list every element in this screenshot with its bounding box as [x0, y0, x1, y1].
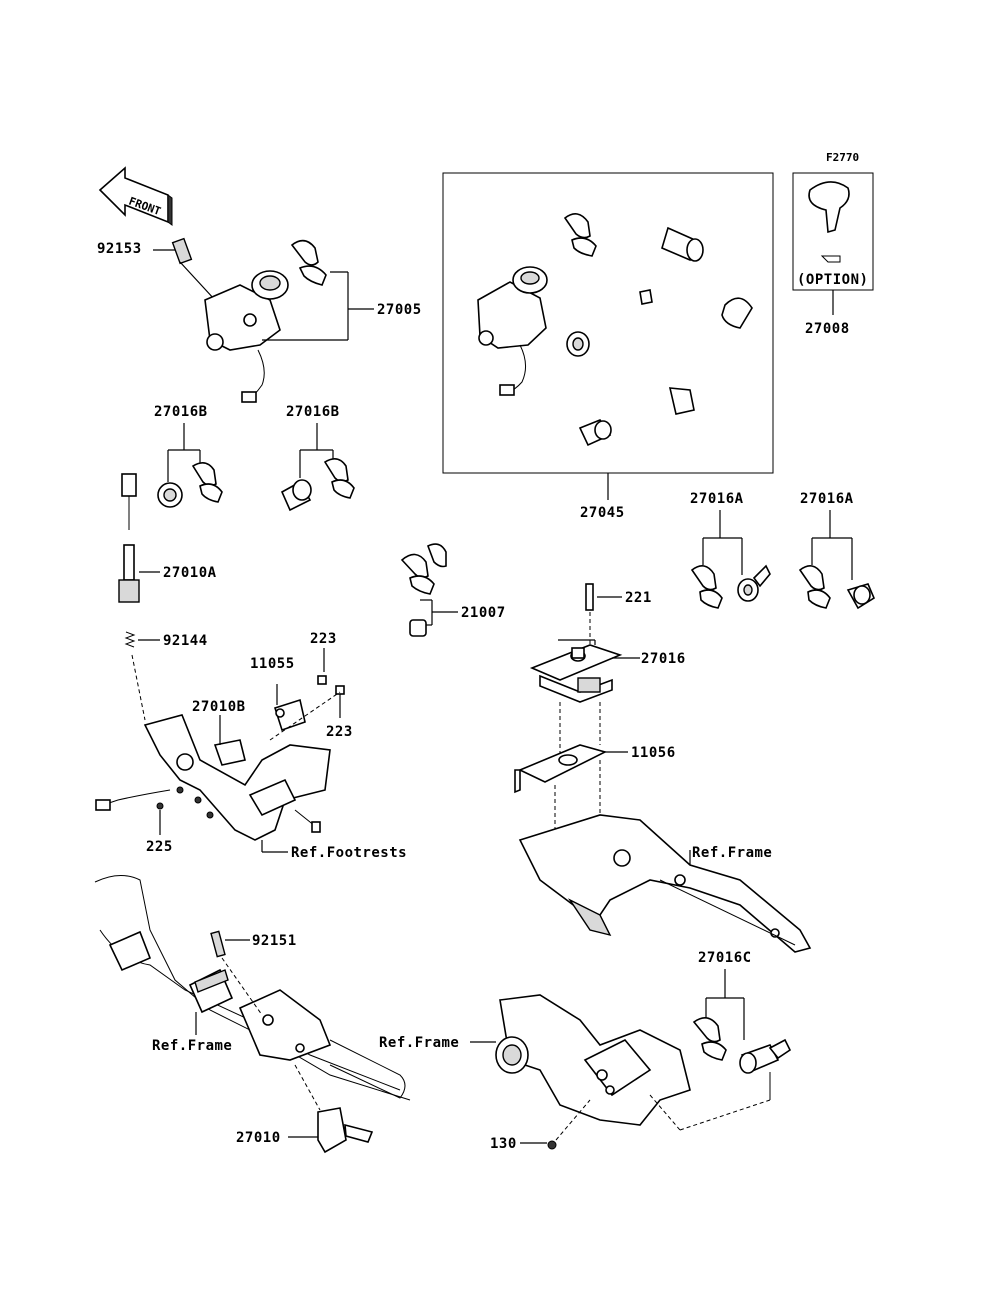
label-11055: 11055 — [250, 656, 295, 672]
label-27016: 27016 — [641, 651, 686, 667]
label-27016b-1: 27016B — [154, 404, 208, 420]
option-label: (OPTION) — [797, 272, 868, 288]
ignition-switch-assembly: 92153 27005 — [97, 237, 422, 403]
label-27010: 27010 — [236, 1130, 281, 1146]
label-27016b-2: 27016B — [286, 404, 340, 420]
figure-id: F2770 — [826, 151, 859, 164]
label-92153: 92153 — [97, 241, 142, 257]
label-225: 225 — [146, 839, 173, 855]
label-27010b: 27010B — [192, 699, 246, 715]
label-27016c: 27016C — [698, 950, 752, 966]
label-27008: 27008 — [805, 321, 850, 337]
keys-21007: 21007 — [400, 543, 506, 637]
lock-set-27016a-left: 27016A — [690, 491, 771, 609]
footrest-bracket-assembly: 11055 223 223 27010B 225 Ref.Footrests — [95, 631, 407, 861]
label-92151: 92151 — [252, 933, 297, 949]
label-11056: 11056 — [631, 745, 676, 761]
label-223-2: 223 — [326, 724, 353, 740]
label-223-1: 223 — [310, 631, 337, 647]
frame-right-swingarm: Ref.Frame — [518, 814, 812, 953]
frame-bottom-left: 92151 Ref.Frame 27010 — [94, 875, 411, 1154]
option-key-box: (OPTION) 27008 — [792, 172, 874, 337]
label-27016a-1: 27016A — [690, 491, 744, 507]
label-221: 221 — [625, 590, 652, 606]
label-27010a: 27010A — [163, 565, 217, 581]
label-27045: 27045 — [580, 505, 625, 521]
label-92144: 92144 — [163, 633, 208, 649]
lock-set-kit-box: 27045 — [442, 172, 774, 521]
lock-set-27016b-right: 27016B — [280, 404, 355, 512]
label-27016a-2: 27016A — [800, 491, 854, 507]
label-21007: 21007 — [461, 605, 506, 621]
label-27005: 27005 — [377, 302, 422, 318]
frame-bottom-right: Ref.Frame 130 27016C — [379, 950, 792, 1152]
label-130: 130 — [490, 1136, 517, 1152]
ref-frame-1: Ref.Frame — [692, 845, 772, 861]
front-arrow-icon: FRONT — [98, 166, 173, 226]
lock-bracket-assembly: 221 27016 11056 — [514, 583, 686, 830]
lock-set-27016b-left: 27016B — [154, 404, 223, 508]
lock-set-27016a-right: 27016A — [798, 491, 876, 610]
ref-frame-2: Ref.Frame — [152, 1038, 232, 1054]
ref-footrests: Ref.Footrests — [291, 845, 407, 861]
switch-27010a: 27010A 92144 — [118, 473, 217, 649]
ref-frame-3: Ref.Frame — [379, 1035, 459, 1051]
